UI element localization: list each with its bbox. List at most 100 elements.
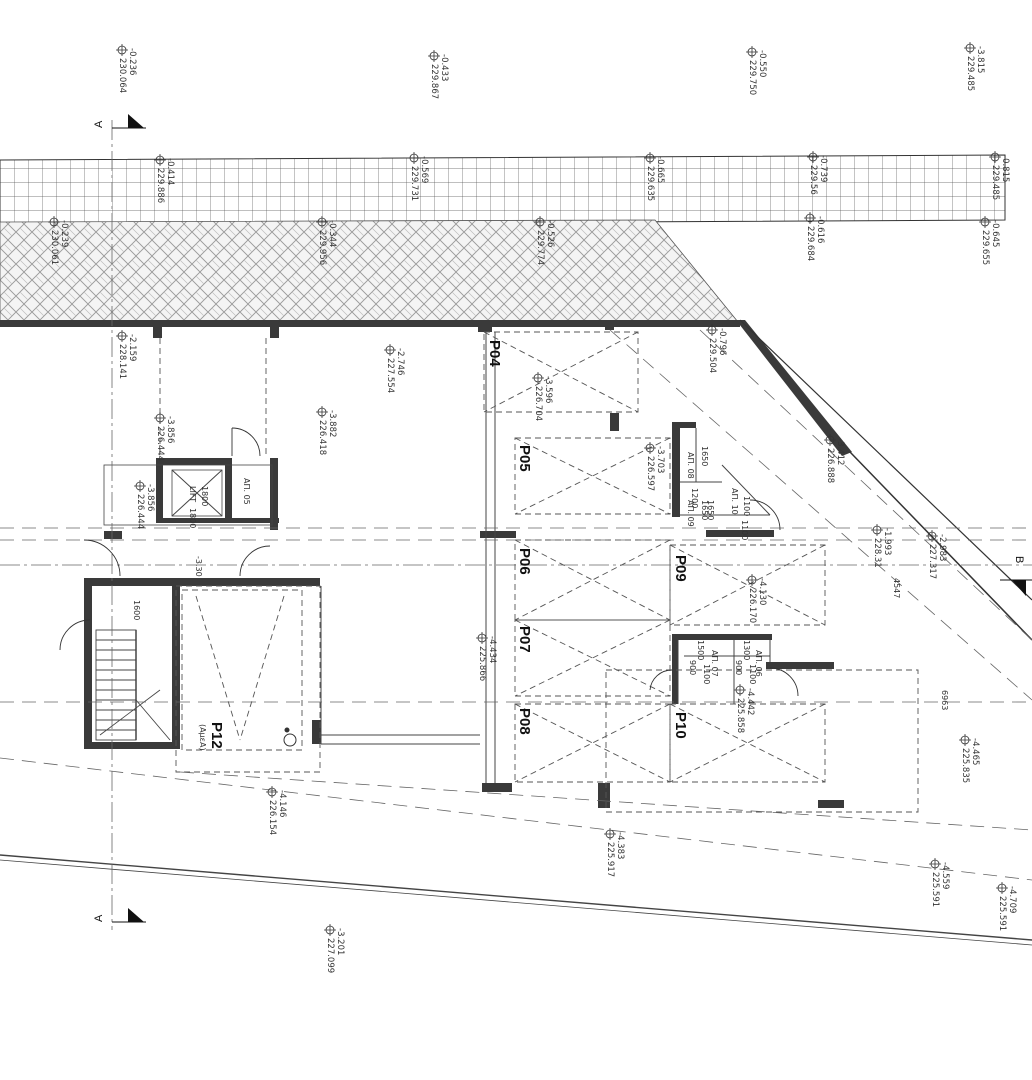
dimensions: 1650 1200 1650 1100 1100 1650 1600 4547 … xyxy=(132,446,949,710)
dim-900b: 900 xyxy=(734,660,743,675)
level-marker-cross xyxy=(154,154,166,166)
dim-4547: 4547 xyxy=(892,578,901,598)
level-absolute: 229.655 xyxy=(980,230,990,265)
level-marker-cross xyxy=(926,530,938,542)
level-absolute: 226.444 xyxy=(155,426,165,461)
level-marker-cross xyxy=(734,684,746,696)
level-absolute: 227.099 xyxy=(325,938,335,973)
door-swings xyxy=(59,427,799,697)
level-absolute: 225.591 xyxy=(930,872,940,907)
level-value: -3.201 xyxy=(335,928,345,955)
dim-1600: 1600 xyxy=(132,600,141,620)
level-marker-cross xyxy=(807,151,819,163)
dim-1650c: 1650 xyxy=(706,500,715,520)
level-value: -4.130 xyxy=(757,578,767,605)
level-absolute: 226.154 xyxy=(267,800,277,835)
level-value: -0.344 xyxy=(327,220,337,247)
level-absolute: 229.56 xyxy=(808,165,818,195)
svg-text:B: B xyxy=(1013,556,1025,563)
level-marker-cross xyxy=(644,442,656,454)
level-marker-cross xyxy=(604,828,616,840)
level-marker-cross xyxy=(532,372,544,384)
level-value: -3.412 xyxy=(835,438,845,465)
room-ap06: ΑΠ. 06 xyxy=(754,650,763,677)
level-value: -4.146 xyxy=(277,790,287,817)
level-marker-cross xyxy=(644,152,656,164)
level-value: -0.414 xyxy=(165,158,175,185)
level-value: -0.239 xyxy=(59,220,69,247)
level-marker-cross xyxy=(316,406,328,418)
level-marker-cross xyxy=(979,216,991,228)
parking-p10: P10 xyxy=(672,712,689,739)
parking-p04: P04 xyxy=(486,340,503,367)
level-value: -0.569 xyxy=(419,156,429,183)
level-marker-cross xyxy=(964,42,976,54)
level-absolute: 227.554 xyxy=(385,358,395,393)
level-absolute: 227.317 xyxy=(927,544,937,579)
level-absolute: 226.597 xyxy=(645,456,655,491)
level-absolute: 225.858 xyxy=(735,698,745,733)
level-value: -0.526 xyxy=(545,220,555,247)
wheelchair-icon xyxy=(283,727,297,747)
level-marker-cross xyxy=(116,44,128,56)
level-absolute: 226.444 xyxy=(135,494,145,529)
level-value: -3.856 xyxy=(165,416,175,443)
level-absolute: 225.917 xyxy=(605,842,615,877)
level-value: -0.616 xyxy=(815,216,825,243)
level-absolute: 228.31 xyxy=(872,538,882,568)
lift-dim2: 1800 xyxy=(188,508,197,528)
level-absolute: 226.170 xyxy=(747,588,757,623)
level-value: -3.596 xyxy=(543,376,553,403)
level-marker-cross xyxy=(534,216,546,228)
parking-p07: P07 xyxy=(516,626,533,653)
section-marker-a-top: A xyxy=(93,114,146,129)
level-marker-cross xyxy=(408,152,420,164)
level-absolute: 229.956 xyxy=(317,230,327,265)
dim-6963: 6963 xyxy=(940,690,949,710)
level-marker-cross xyxy=(154,412,166,424)
stair-flight xyxy=(95,629,171,741)
level-marker-cross xyxy=(706,324,718,336)
dim-1100d: 1100 xyxy=(748,664,757,684)
parking-p12-sub: (ΑμεΑ) xyxy=(198,724,207,751)
level-marker-cross xyxy=(804,212,816,224)
level-value: -4.383 xyxy=(615,832,625,859)
dim-1300: 1300 xyxy=(742,640,751,660)
level-marker-cross xyxy=(989,151,1001,163)
level-absolute: 229.684 xyxy=(805,226,815,261)
level-marker-cross xyxy=(324,924,336,936)
level-absolute: 229.731 xyxy=(409,166,419,201)
dim-1100b: 1100 xyxy=(740,520,749,540)
level-absolute: 230.064 xyxy=(117,58,127,93)
level-marker-cross xyxy=(746,574,758,586)
level-marker-cross xyxy=(824,434,836,446)
section-marker-b-right: B xyxy=(1000,556,1032,596)
level-value: -3.882 xyxy=(327,410,337,437)
room-ap09: ΑΠ. 09 xyxy=(686,500,695,527)
level-absolute: 226.704 xyxy=(533,386,543,421)
level-absolute: 229.867 xyxy=(429,64,439,99)
dim-1100a: 1100 xyxy=(742,496,751,516)
parking-p12: P12 xyxy=(208,722,225,749)
level-absolute: 229.485 xyxy=(965,56,975,91)
level-absolute: 229.635 xyxy=(645,166,655,201)
